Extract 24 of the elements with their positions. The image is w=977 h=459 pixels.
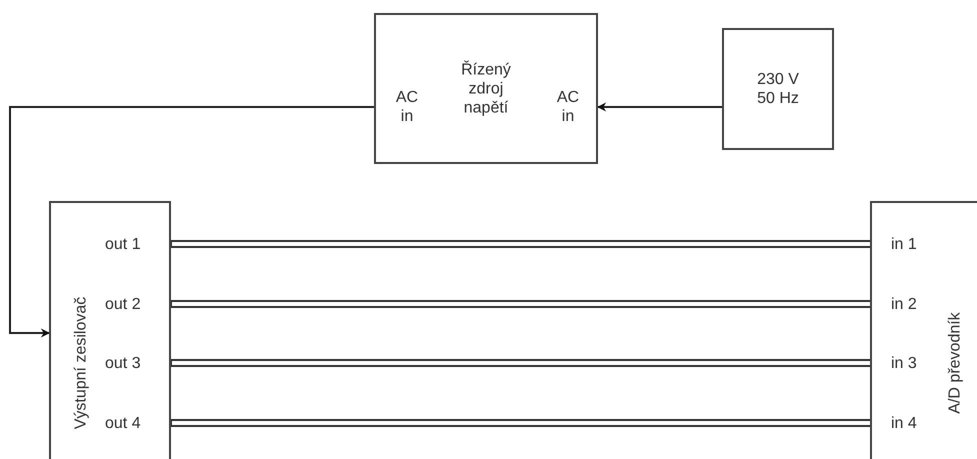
port-label: AC in — [395, 88, 419, 126]
double-line-connector — [170, 240, 873, 248]
block-label: Výstupní zesilovač — [72, 296, 90, 430]
block-box — [722, 28, 834, 150]
double-line-connector — [170, 419, 873, 427]
double-line-connector — [170, 300, 873, 308]
port-label: out 2 — [105, 294, 141, 314]
port-label: out 4 — [105, 414, 141, 432]
port-label: in 2 — [891, 294, 917, 314]
block-box — [374, 13, 598, 164]
port-label: in 3 — [891, 354, 917, 372]
port-label: in 4 — [891, 414, 917, 432]
block-box — [870, 201, 977, 459]
port-label: out 3 — [105, 354, 141, 372]
block-box — [49, 201, 171, 459]
double-line-connector — [170, 359, 873, 367]
arrow — [9, 106, 376, 338]
arrow — [597, 102, 722, 112]
block-label: Řízený zdroj napětí — [460, 60, 512, 117]
port-label: out 1 — [105, 234, 141, 254]
port-label: in 1 — [891, 234, 917, 254]
block-label: 230 V 50 Hz — [756, 70, 800, 108]
block-label: A/D převodník — [946, 312, 964, 414]
port-label: AC in — [556, 88, 580, 126]
